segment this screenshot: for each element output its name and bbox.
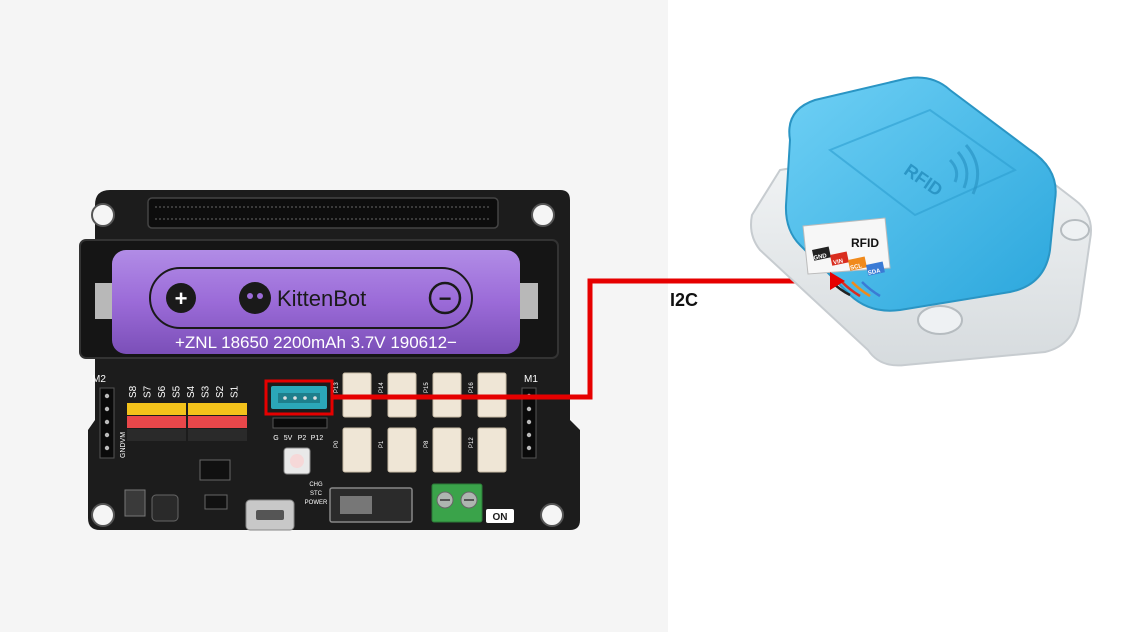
battery: + KittenBot − +ZNL 18650 2200mAh 3.7V 19… bbox=[112, 250, 520, 354]
port-label-p13: P13 bbox=[334, 382, 340, 393]
servo-label-s2: S2 bbox=[215, 385, 226, 398]
logo-eye-right bbox=[257, 293, 263, 299]
servo-power-label: GNDVM bbox=[120, 432, 127, 458]
rfid-mount-hole bbox=[918, 306, 962, 334]
port-label-p12: P12 bbox=[469, 437, 475, 448]
power-label-stc: STC bbox=[310, 491, 323, 497]
port-label-p15: P15 bbox=[424, 382, 430, 393]
i2c-pin-label-g: G bbox=[273, 435, 278, 442]
servo-label-s1: S1 bbox=[230, 385, 241, 398]
inductor bbox=[152, 495, 178, 521]
power-label-power: POWER bbox=[305, 500, 328, 506]
port-label-p1: P1 bbox=[379, 440, 385, 448]
servo-label-s5: S5 bbox=[172, 385, 183, 398]
robotbit-board: + KittenBot − +ZNL 18650 2200mAh 3.7V 19… bbox=[80, 190, 580, 530]
battery-clip-left bbox=[95, 283, 113, 319]
rgb-led-lens bbox=[290, 454, 304, 468]
power-switch-knob bbox=[340, 496, 372, 514]
servo-label-s3: S3 bbox=[201, 385, 212, 398]
servo-headers bbox=[127, 403, 247, 441]
power-label-chg: CHG bbox=[309, 482, 323, 488]
power-terminal bbox=[432, 484, 482, 522]
i2c-pin-label-p12: P12 bbox=[311, 435, 324, 442]
motor-label-right: M1 bbox=[524, 374, 538, 385]
component-chip bbox=[125, 490, 145, 516]
i2c-pin-label-5v: 5V bbox=[284, 435, 293, 442]
port-label-p8: P8 bbox=[424, 440, 430, 448]
battery-clip-right bbox=[520, 283, 538, 319]
rfid-title: RFID bbox=[851, 236, 879, 250]
servo-label-s4: S4 bbox=[186, 385, 197, 398]
port-label-p14: P14 bbox=[379, 382, 385, 393]
port-label-p0: P0 bbox=[334, 440, 340, 448]
motor-label-left: M2 bbox=[92, 374, 106, 385]
servo-label-s6: S6 bbox=[157, 385, 168, 398]
ic-chip bbox=[200, 460, 230, 480]
battery-plus-text: + bbox=[175, 286, 188, 311]
i2c-label: I2C bbox=[670, 290, 698, 311]
motor-header-left bbox=[100, 388, 114, 458]
on-label: ON bbox=[493, 512, 508, 523]
i2c-pin-header bbox=[273, 418, 327, 428]
kittenbot-logo-icon bbox=[239, 282, 271, 314]
servo-label-s7: S7 bbox=[143, 385, 154, 398]
mount-hole-top-right bbox=[532, 204, 554, 226]
mount-hole-bottom-left bbox=[92, 504, 114, 526]
mount-hole-top-left bbox=[92, 204, 114, 226]
logo-eye-left bbox=[247, 293, 253, 299]
battery-minus-text: − bbox=[439, 286, 452, 311]
battery-spec: +ZNL 18650 2200mAh 3.7V 190612− bbox=[175, 333, 457, 352]
microbit-edge-slot bbox=[148, 198, 498, 228]
servo-label-s8: S8 bbox=[128, 385, 139, 398]
diode bbox=[205, 495, 227, 509]
i2c-pin-label-p2: P2 bbox=[298, 435, 307, 442]
mount-hole-bottom-right bbox=[541, 504, 563, 526]
rfid-mount-hole-right bbox=[1061, 220, 1089, 240]
battery-brand: KittenBot bbox=[277, 286, 366, 311]
port-label-p16: P16 bbox=[469, 382, 475, 393]
